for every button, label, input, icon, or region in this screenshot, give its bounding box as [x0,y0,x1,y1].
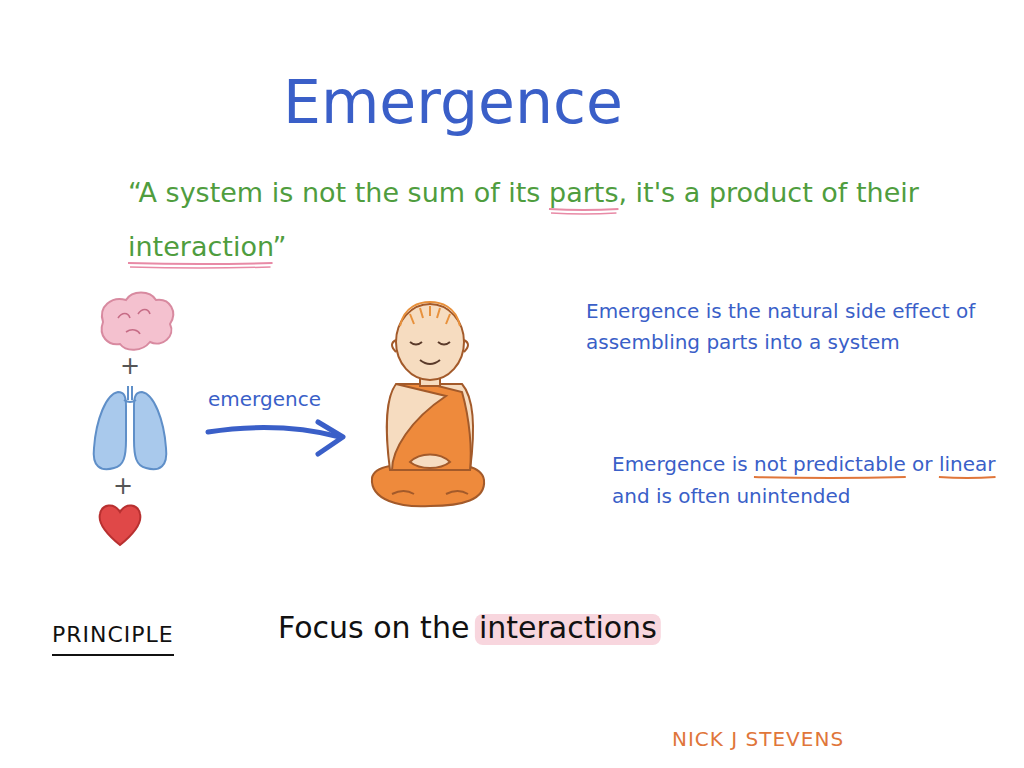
note-text: Emergence is the natural side effect of … [586,296,1010,358]
underline-mark [128,263,273,264]
arrow-head [318,422,343,454]
monk-robe [392,384,471,470]
author-credit: NICK J STEVENS [672,726,844,753]
monk-body [387,384,473,470]
monk-ears [392,340,468,352]
emergence-arrow [208,428,340,437]
left-lung [94,392,126,469]
underline-mark [939,477,996,478]
underline-mark [754,477,906,478]
title: Emergence [283,62,623,143]
trachea [124,386,136,402]
underline-mark [551,213,616,214]
arrow-label: emergence [208,386,321,413]
monk-eyes [410,342,450,345]
quote-text: “A system is not the sum of its parts, i… [128,166,928,274]
monk-smile [420,360,440,364]
plus-sign: + [120,350,140,382]
monk-hands [410,455,450,469]
brain-drawing [102,293,173,350]
heart-drawing [100,505,141,545]
principle-text: Focus on the interactions [278,608,657,649]
plus-sign: + [113,470,133,502]
monk-hair [400,302,460,326]
right-lung [134,392,166,469]
note-text: Emergence is not predictable or linear a… [612,448,1008,512]
brain-fold [118,310,150,335]
underline-mark [549,209,618,210]
principle-heading: PRINCIPLE [52,620,174,656]
underline-mark [130,267,271,268]
monk-feet [392,491,468,494]
